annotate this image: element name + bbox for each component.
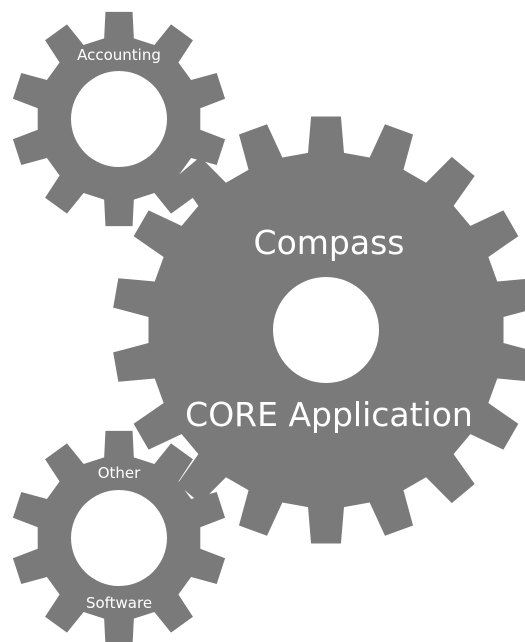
other-software-gear: Other Software bbox=[12, 430, 226, 642]
core-gear-shape bbox=[113, 116, 525, 544]
other-gear-label-top: Other bbox=[98, 464, 141, 482]
core-application-gear: Compass CORE Application bbox=[113, 116, 525, 544]
accounting-gear-label: Accounting bbox=[77, 46, 161, 64]
other-gear-shape bbox=[12, 430, 226, 642]
accounting-gear-shape bbox=[12, 11, 226, 227]
core-gear-label-bottom: CORE Application bbox=[185, 395, 473, 434]
other-gear-label-bottom: Software bbox=[86, 594, 152, 612]
core-gear-label-top: Compass bbox=[254, 223, 405, 262]
accounting-gear: Accounting bbox=[12, 11, 226, 227]
